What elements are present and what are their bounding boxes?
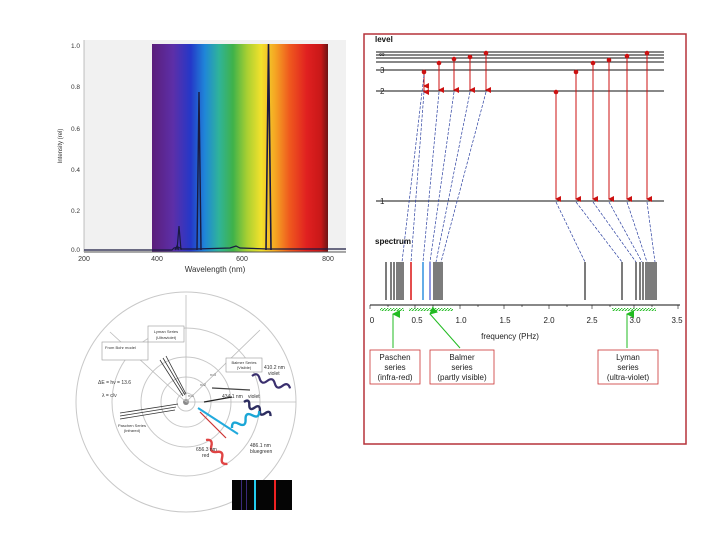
series-label-paschen: Paschen series (infra-red) bbox=[369, 349, 421, 385]
wl-486: 486.1 nm bbox=[250, 443, 271, 449]
x-tick: 600 bbox=[236, 256, 248, 263]
y-tick: 0.0 bbox=[71, 247, 80, 254]
bohr-diagram: Lyman Series (Ultraviolet) Paschen Serie… bbox=[75, 291, 297, 513]
paschen-transitions bbox=[119, 403, 179, 420]
visible-band bbox=[152, 44, 328, 252]
bohr-model-label: From Bohr model bbox=[105, 345, 136, 350]
peak-656nm bbox=[265, 43, 272, 251]
freq-tick: 2.5 bbox=[586, 316, 598, 325]
series-pointers bbox=[392, 306, 634, 349]
lyman-label: Lyman Series bbox=[154, 329, 178, 334]
y-tick: 0.2 bbox=[71, 208, 80, 215]
transition-violet-410 bbox=[211, 387, 251, 391]
level-3: 3 bbox=[380, 66, 385, 75]
orbit-label-n3: n=3 bbox=[210, 373, 216, 377]
spectrum-plot: 1.0 0.8 0.6 0.4 0.2 0.0 200 400 600 800 … bbox=[58, 40, 346, 274]
wl-434: 434.1 nm bbox=[222, 394, 243, 400]
emission-strip bbox=[232, 480, 292, 510]
formula-energy: ΔE = hν = 13.6 bbox=[98, 380, 131, 386]
orbit-label-n2: n=2 bbox=[200, 383, 206, 387]
series-name: Lyman bbox=[616, 353, 640, 362]
level-2: 2 bbox=[380, 87, 385, 96]
y-axis-label: Intensity (rel) bbox=[58, 129, 64, 164]
y-tick: 0.8 bbox=[71, 84, 80, 91]
series-range: (ultra-violet) bbox=[607, 373, 650, 382]
series-name: Paschen bbox=[379, 353, 410, 362]
freq-tick: 3.5 bbox=[671, 316, 683, 325]
wl-410: 410.2 nm bbox=[264, 365, 285, 371]
series-word: series bbox=[384, 363, 405, 372]
formula-wavelength: λ = c/ν bbox=[102, 393, 117, 399]
balmer-label: Balmer Series bbox=[231, 360, 256, 365]
freq-tick: 0 bbox=[370, 316, 375, 325]
x-axis-label: Wavelength (nm) bbox=[185, 265, 246, 274]
wl-656-name: red bbox=[202, 453, 209, 459]
series-word: series bbox=[451, 363, 472, 372]
wl-410-name: violet bbox=[268, 371, 280, 377]
lyman-transitions bbox=[159, 355, 187, 397]
photon-cyan-486 bbox=[230, 410, 261, 429]
series-range: (infra-red) bbox=[377, 373, 412, 382]
balmer-sublabel: (Visible) bbox=[237, 365, 252, 370]
transition-arrows-to-2 bbox=[423, 54, 491, 95]
x-tick: 200 bbox=[78, 256, 90, 263]
paschen-sublabel: (Infrared) bbox=[124, 428, 141, 433]
energy-diagram: level ∞ 3 2 1 bbox=[363, 33, 687, 445]
level-infinity: ∞ bbox=[379, 50, 385, 59]
paschen-label: Paschen Series bbox=[118, 423, 146, 428]
freq-tick: 3.0 bbox=[629, 316, 641, 325]
freq-axis-label: frequency (PHz) bbox=[481, 332, 539, 341]
series-word: series bbox=[617, 363, 638, 372]
photon-red-656 bbox=[205, 438, 228, 466]
y-tick: 0.4 bbox=[71, 167, 80, 174]
freq-tick: 1.0 bbox=[455, 316, 467, 325]
wl-486-name: bluegreen bbox=[250, 449, 272, 455]
transition-red-656 bbox=[199, 411, 227, 439]
connector-lines bbox=[401, 74, 656, 263]
wl-656: 656.3 nm bbox=[196, 447, 217, 453]
y-tick: 1.0 bbox=[71, 43, 80, 50]
series-label-balmer: Balmer series (partly visible) bbox=[429, 349, 495, 385]
lyman-sublabel: (Ultraviolet) bbox=[156, 335, 177, 340]
x-tick: 800 bbox=[322, 256, 334, 263]
peak-486nm bbox=[196, 91, 202, 251]
series-name: Balmer bbox=[449, 353, 475, 362]
spectrum-lines bbox=[385, 262, 657, 300]
photon-violet-410 bbox=[251, 373, 292, 389]
y-tick: 0.6 bbox=[71, 126, 80, 133]
series-label-lyman: Lyman series (ultra-violet) bbox=[597, 349, 659, 385]
x-tick: 400 bbox=[151, 256, 163, 263]
transition-cyan-486 bbox=[197, 407, 239, 435]
peak-434nm bbox=[176, 225, 182, 251]
transition-violet-434 bbox=[203, 396, 233, 403]
freq-tick: 0.5 bbox=[411, 316, 423, 325]
photon-violet-434 bbox=[243, 399, 272, 417]
transition-start-dots bbox=[421, 50, 650, 95]
series-range: (partly visible) bbox=[437, 373, 487, 382]
freq-tick: 2.0 bbox=[543, 316, 555, 325]
level-title: level bbox=[375, 35, 393, 44]
freq-minor-ticks bbox=[369, 305, 679, 309]
freq-tick: 1.5 bbox=[499, 316, 511, 325]
wl-434-name: violet bbox=[248, 394, 260, 400]
transition-arrows-to-1 bbox=[555, 54, 652, 202]
level-1: 1 bbox=[380, 197, 385, 206]
orbit-label-n1: n=1 bbox=[188, 394, 194, 398]
intensity-baseline bbox=[84, 245, 346, 251]
spectrum-title: spectrum bbox=[375, 237, 411, 246]
